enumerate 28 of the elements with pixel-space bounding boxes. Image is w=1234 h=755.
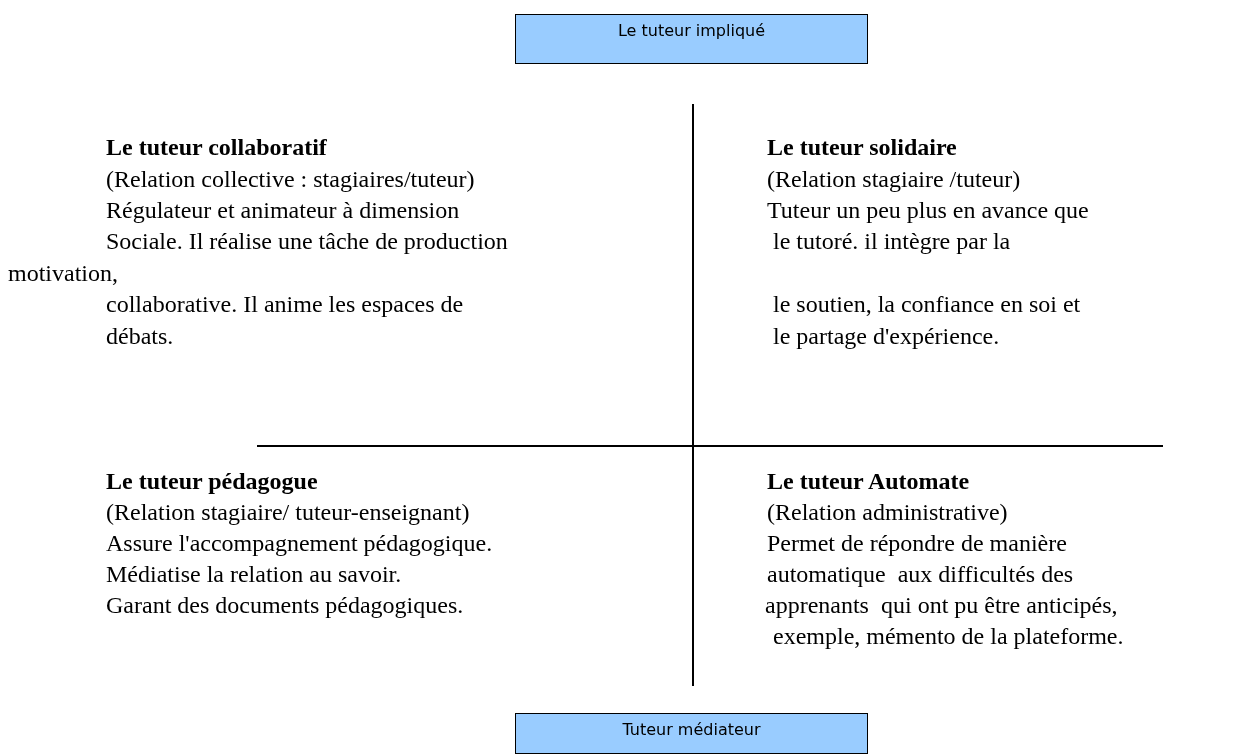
quadrant-text: Tuteur un peu plus en avance que [767,196,1089,224]
quadrant-text: (Relation stagiaire/ tuteur-enseignant) [106,498,470,526]
box-text: Tuteur médiateur [622,720,761,739]
quadrant-text: collaborative. Il anime les espaces de [106,290,464,318]
quadrant-heading: Le tuteur Automate [767,467,970,495]
quadrant-text: le partage d'expérience. [773,322,1000,350]
quadrant-text: Sociale. Il réalise une tâche de production [106,227,508,255]
label-box [515,713,868,754]
quadrant-text: débats. [106,322,174,350]
quadrant-text: exemple, mémento de la plateforme. [773,622,1124,650]
quadrant-text: (Relation stagiaire /tuteur) [767,165,1021,193]
label-box [515,14,868,64]
quadrant-text: Assure l'accompagnement pédagogique. [106,529,493,557]
quadrant-text: apprenants qui ont pu être anticipés, [765,591,1118,619]
quadrant-text: Médiatise la relation au savoir. [106,560,402,588]
quadrant-heading: Le tuteur collaboratif [106,133,327,161]
quadrant-heading: Le tuteur pédagogue [106,467,318,495]
quadrant-text: le soutien, la confiance en soi et [773,290,1081,318]
quadrant-text: le tutoré. il intègre par la [773,227,1011,255]
quadrant-text: Garant des documents pédagogiques. [106,591,464,619]
box-text: Le tuteur impliqué [617,21,766,40]
quadrant-text: (Relation collective : stagiaires/tuteur) [106,165,475,193]
quadrant-text: Permet de répondre de manière [767,529,1067,557]
quadrant-text: (Relation administrative) [767,498,1008,526]
quadrant-heading: Le tuteur solidaire [767,133,957,161]
quadrant-text: automatique aux difficultés des [767,560,1074,588]
quadrant-text: motivation, [8,259,118,287]
quadrant-text: Régulateur et animateur à dimension [106,196,460,224]
